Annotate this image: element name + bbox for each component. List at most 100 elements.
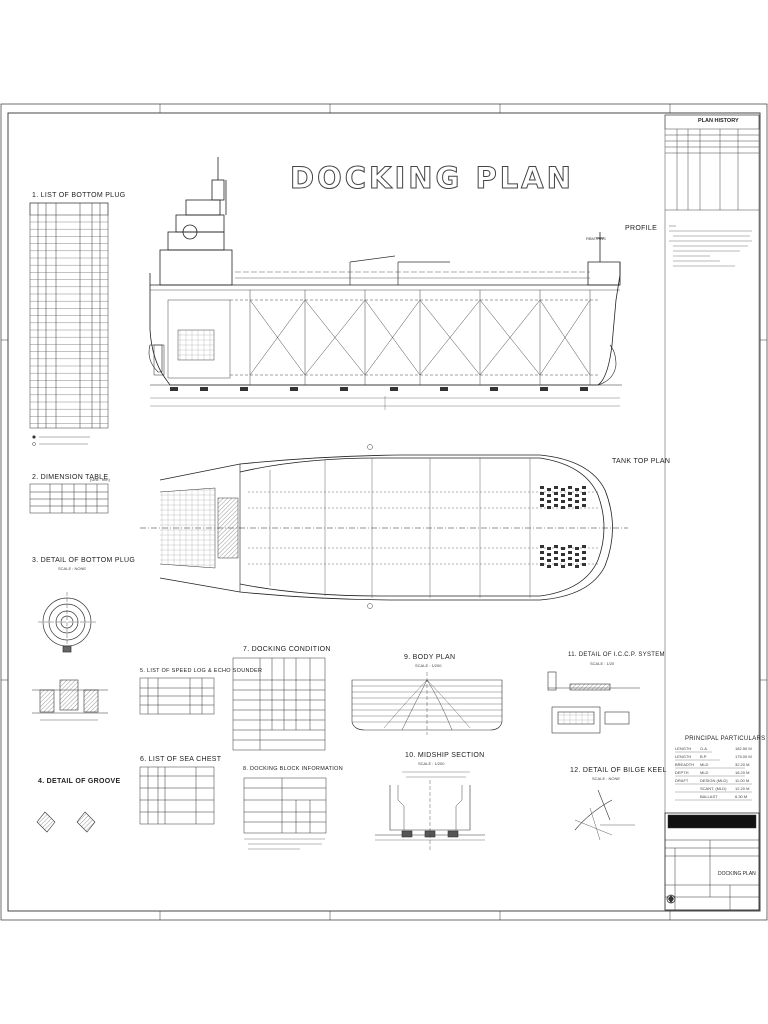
dimension-table bbox=[29, 483, 109, 514]
bottom-plug-rows bbox=[30, 221, 108, 424]
docking-block bbox=[547, 494, 551, 497]
section-10-title: 10. MIDSHIP SECTION bbox=[405, 752, 485, 759]
particular-basis: MLD bbox=[700, 770, 709, 775]
docking-block bbox=[575, 565, 579, 568]
section-3-scale: SCALE : NONE bbox=[58, 566, 87, 571]
particular-name: DEPTH bbox=[675, 770, 689, 775]
docking-block bbox=[540, 557, 544, 560]
bottom-plug-legend bbox=[32, 435, 90, 446]
section-9-title: 9. BODY PLAN bbox=[404, 654, 456, 661]
midship-notes bbox=[402, 771, 470, 778]
docking-block bbox=[568, 486, 572, 489]
particular-basis: O.A. bbox=[700, 746, 709, 751]
profile-docking-blocks bbox=[170, 387, 588, 391]
sheet-border bbox=[0, 103, 768, 921]
docking-block bbox=[540, 504, 544, 507]
docking-block bbox=[568, 563, 572, 566]
section-3-title: 3. DETAIL OF BOTTOM PLUG bbox=[32, 557, 136, 564]
docking-block bbox=[561, 565, 565, 568]
docking-block bbox=[582, 486, 586, 489]
docking-block bbox=[540, 492, 544, 495]
docking-block bbox=[554, 551, 558, 554]
docking-block bbox=[568, 504, 572, 507]
section-8-title: 8. DOCKING BLOCK INFORMATION bbox=[243, 766, 343, 772]
section-11-title: 11. DETAIL OF I.C.C.P. SYSTEM bbox=[568, 652, 665, 658]
bilge-keel-detail bbox=[574, 789, 635, 841]
section-4-title: 4. DETAIL OF GROOVE bbox=[38, 778, 121, 785]
sea-chest-table bbox=[139, 766, 215, 825]
docking-block bbox=[561, 506, 565, 509]
section-5-title: 5. LIST OF SPEED LOG & ECHO SOUNDER bbox=[140, 668, 263, 674]
docking-block bbox=[554, 557, 558, 560]
docking-block bbox=[547, 500, 551, 503]
docking-block-notes bbox=[244, 838, 325, 850]
particular-name: LENGTH bbox=[675, 754, 692, 759]
docking-block bbox=[547, 553, 551, 556]
docking-block bbox=[568, 498, 572, 501]
docking-block bbox=[575, 506, 579, 509]
bow-block-cluster bbox=[540, 486, 586, 568]
docking-condition-table bbox=[232, 657, 326, 751]
particular-basis: DESIGN (MLD) bbox=[700, 778, 728, 783]
particular-basis: B.P. bbox=[700, 754, 708, 759]
docking-block bbox=[547, 565, 551, 568]
docking-block bbox=[575, 559, 579, 562]
docking-block bbox=[540, 486, 544, 489]
particular-value: 18.20 M bbox=[735, 770, 750, 775]
ship-profile-frames bbox=[167, 290, 600, 385]
section-12-scale: SCALE : NONE bbox=[592, 776, 621, 781]
docking-block bbox=[561, 494, 565, 497]
bow-tag-label: RBMTRNS bbox=[586, 236, 606, 241]
docking-block bbox=[554, 492, 558, 495]
docking-block bbox=[547, 559, 551, 562]
docking-block bbox=[547, 488, 551, 491]
drawing-title: DOCKING PLAN bbox=[290, 161, 574, 196]
particular-name: DRAFT bbox=[675, 778, 689, 783]
docking-block bbox=[575, 553, 579, 556]
section-7-title: 7. DOCKING CONDITION bbox=[243, 646, 331, 653]
docking-block bbox=[561, 500, 565, 503]
particular-basis: BALLAST bbox=[700, 794, 718, 799]
iccp-detail bbox=[547, 671, 640, 734]
title-block-logo bbox=[666, 894, 676, 904]
title-block bbox=[664, 812, 760, 911]
ship-profile bbox=[148, 157, 622, 386]
particular-value: 6.30 M bbox=[735, 794, 748, 799]
particular-value: 182.50 M bbox=[735, 746, 752, 751]
plan-history-block bbox=[664, 114, 760, 911]
docking-block bbox=[582, 504, 586, 507]
docking-block bbox=[554, 545, 558, 548]
docking-block bbox=[582, 492, 586, 495]
docking-block bbox=[554, 498, 558, 501]
particular-basis: MLD bbox=[700, 762, 709, 767]
docking-block bbox=[561, 488, 565, 491]
midship-section bbox=[375, 780, 485, 850]
section-1-title: 1. LIST OF BOTTOM PLUG bbox=[32, 192, 126, 199]
particular-value: 32.20 M bbox=[735, 762, 750, 767]
docking-block bbox=[547, 547, 551, 550]
docking-block bbox=[561, 559, 565, 562]
docking-block bbox=[568, 557, 572, 560]
section-2-unit: (Unit : mm) bbox=[90, 477, 110, 482]
particular-value: 12.20 M bbox=[735, 786, 750, 791]
docking-block bbox=[568, 551, 572, 554]
bottom-plug-section bbox=[32, 679, 108, 721]
particular-value: 11.00 M bbox=[735, 778, 750, 783]
docking-block bbox=[575, 500, 579, 503]
principal-particulars-title: PRINCIPAL PARTICULARS bbox=[685, 736, 766, 742]
docking-block-table bbox=[243, 777, 327, 834]
profile-label: PROFILE bbox=[625, 225, 658, 232]
docking-block bbox=[554, 504, 558, 507]
notes-text bbox=[669, 225, 752, 267]
docking-block bbox=[547, 506, 551, 509]
docking-block bbox=[582, 545, 586, 548]
particular-basis: SCANT. (MLD) bbox=[700, 786, 727, 791]
docking-block bbox=[561, 547, 565, 550]
docking-block bbox=[554, 563, 558, 566]
section-9-scale: SCALE : 1/200 bbox=[415, 663, 442, 668]
docking-block bbox=[554, 486, 558, 489]
tank-top-engine-room bbox=[159, 487, 239, 569]
docking-block bbox=[582, 563, 586, 566]
profile-dimension-line bbox=[150, 396, 620, 410]
